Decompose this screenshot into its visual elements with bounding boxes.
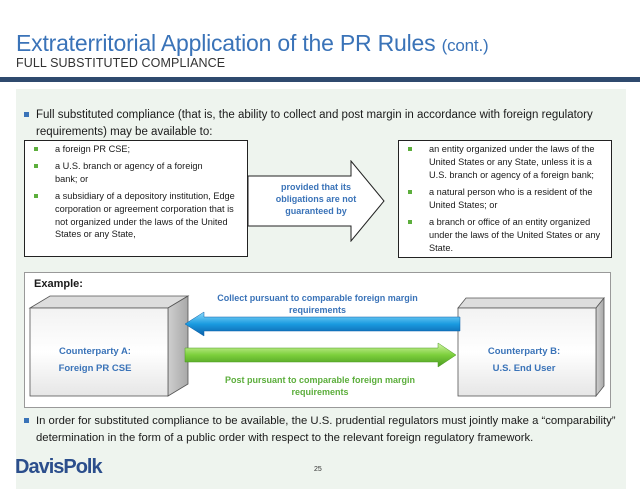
closing-bullet: In order for substituted compliance to b… [36,415,616,444]
bullet-square-icon [34,147,38,151]
bullet-square-icon [408,190,412,194]
list-item: an entity organized under the laws of th… [429,144,595,180]
counterparty-a-block [28,295,190,397]
intro-bullet: Full substituted compliance (that is, th… [36,109,593,138]
example-label: Example: [34,278,83,290]
bullet-square-icon [24,418,29,423]
right-arrow-icon [248,160,385,242]
counterparty-a-name: Foreign PR CSE [58,363,132,374]
collect-label: Collect pursuant to comparable foreign m… [217,293,418,315]
bullet-square-icon [34,164,38,168]
bullet-square-icon [408,147,412,151]
post-label: Post pursuant to comparable foreign marg… [224,375,416,397]
bullet-square-icon [24,112,29,117]
example-diagram [28,295,605,398]
page-subtitle: FULL SUBSTITUTED COMPLIANCE [16,56,226,70]
counterparty-b-title: Counterparty B: [487,346,561,357]
title-main: Extraterritorial Application of the PR R… [16,30,436,56]
guarantor-entities-box: an entity organized under the laws of th… [398,140,612,258]
list-item: a branch or office of an entity organize… [429,217,601,253]
header-rule [0,77,640,82]
post-arrow-icon [184,342,457,368]
list-item: a subsidiary of a depository institution… [55,191,235,240]
list-item: a natural person who is a resident of th… [429,187,593,210]
list-item: a foreign PR CSE; [55,144,131,154]
counterparty-a-title: Counterparty A: [59,346,131,357]
collect-arrow-icon [184,311,461,337]
eligible-entities-box: a foreign PR CSE; a U.S. branch or agenc… [24,140,248,257]
davispolk-logo: DavisPolk [15,456,103,478]
bullet-square-icon [408,220,412,224]
arrow-condition-text: provided that its obligations are not gu… [275,182,357,216]
title-suffix: (cont.) [441,36,489,55]
list-item: a U.S. branch or agency of a foreign ban… [55,161,203,184]
page-title: Extraterritorial Application of the PR R… [16,30,489,57]
page-number: 25 [314,466,322,473]
counterparty-b-name: U.S. End User [492,363,556,374]
counterparty-b-block [457,296,605,398]
bullet-square-icon [34,194,38,198]
